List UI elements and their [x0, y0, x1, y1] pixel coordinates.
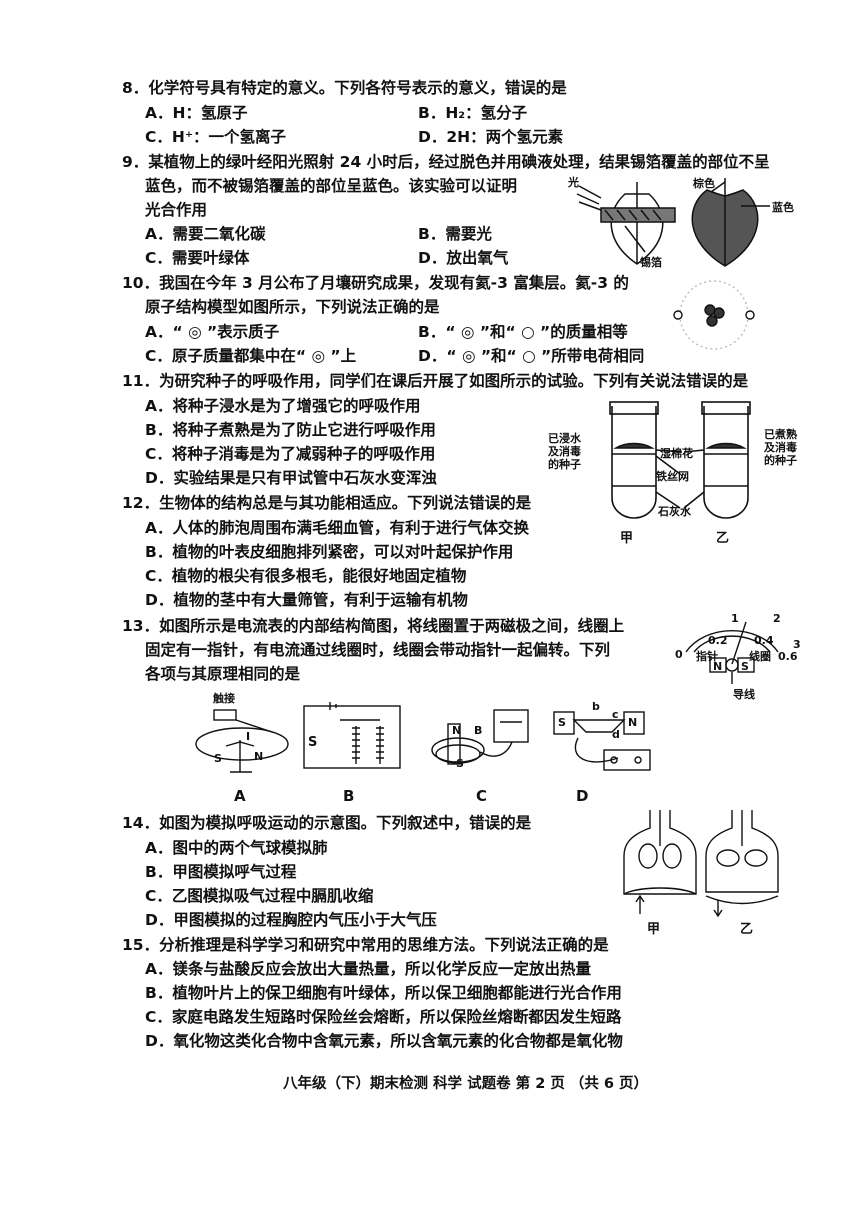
q13-a-label-i: I	[246, 730, 251, 743]
q15-option-b: B．植物叶片上的保卫细胞有叶绿体，所以保卫细胞都能进行光合作用	[145, 984, 622, 1002]
q11-option-a: A．将种子浸水是为了增强它的呼吸作用	[145, 397, 421, 415]
q12-stem: 12．生物体的结构总是与其功能相适应。下列说法错误的是	[122, 494, 532, 512]
q11-option-d: D．实验结果是只有甲试管中石灰水变浑浊	[145, 469, 437, 487]
q10-atom-model	[673, 280, 755, 350]
q8-option-b: B．H₂：氢分子	[418, 104, 528, 122]
q14-label-jia: 甲	[647, 922, 661, 937]
q10-option-a: A．“ ◎ ”表示质子	[145, 323, 280, 341]
q13-a-label-n: N	[254, 750, 264, 763]
q13-option-c-figure	[431, 709, 529, 765]
q13-d-label-d: d	[612, 728, 620, 741]
q10-stem-line1: 10．我国在今年 3 月公布了月壤研究成果，发现有氦-3 富集层。氦-3 的	[122, 274, 629, 292]
q13-d-label-c: c	[612, 708, 619, 721]
q9-option-b: B．需要光	[418, 225, 492, 243]
q13-meter-label-n: N	[713, 660, 723, 673]
q11-label-right: 已煮熟及消毒的种子	[764, 428, 797, 467]
q12-option-c: C．植物的根尖有很多根毛，能很好地固定植物	[145, 567, 467, 585]
q13-c-label-b: B	[474, 724, 483, 737]
q11-stem: 11．为研究种子的呼吸作用，同学们在课后开展了如图所示的试验。下列有关说法错误的…	[122, 372, 749, 390]
q15-stem: 15．分析推理是科学学习和研究中常用的思维方法。下列说法正确的是	[122, 936, 609, 954]
q13-meter-label-pointer: 指针	[696, 650, 718, 663]
q13-ammeter-diagram	[685, 621, 779, 684]
q13-d-label-n: N	[628, 716, 638, 729]
q11-label-mesh: 铁丝网	[656, 470, 689, 483]
q13-option-b-label: B	[343, 787, 355, 805]
q13-d-label-s: S	[558, 716, 566, 729]
q9-label-brown: 棕色	[693, 177, 715, 190]
q14-option-b: B．甲图模拟呼气过程	[145, 863, 297, 881]
q13-d-label-b: b	[592, 700, 600, 713]
q9-label-blue: 蓝色	[772, 201, 794, 214]
q13-option-d-label: D	[576, 787, 589, 805]
q13-b-label-s: S	[308, 735, 318, 750]
q11-option-b: B．将种子煮熟是为了防止它进行呼吸作用	[145, 421, 436, 439]
q11-test-tubes	[609, 401, 751, 519]
q15-option-a: A．镁条与盐酸反应会放出大量热量，所以化学反应一定放出热量	[145, 960, 591, 978]
q13-meter-label-wire: 导线	[733, 688, 755, 701]
q13-a-label-touch: 触接	[213, 692, 235, 705]
q11-label-jia: 甲	[620, 531, 634, 546]
q11-label-yi: 乙	[716, 531, 730, 546]
q15-option-d: D．氧化物这类化合物中含氧元素，所以含氧元素的化合物都是氧化物	[145, 1032, 623, 1050]
q8-stem: 8．化学符号具有特定的意义。下列各符号表示的意义，错误的是	[122, 79, 567, 97]
page-footer: 八年级（下）期末检测 科学 试题卷 第 2 页 （共 6 页）	[283, 1076, 649, 1092]
q12-option-d: D．植物的茎中有大量筛管，有利于运输有机物	[145, 591, 468, 609]
q9-option-a: A．需要二氧化碳	[145, 225, 266, 243]
q13-option-d-figure	[553, 711, 651, 771]
q15-option-c: C．家庭电路发生短路时保险丝会熔断，所以保险丝熔断都因发生短路	[145, 1008, 622, 1026]
q13-a-label-s: S	[214, 752, 222, 765]
q13-option-a-label: A	[234, 787, 246, 805]
q14-option-d: D．甲图模拟的过程胸腔内气压小于大气压	[145, 911, 437, 929]
q9-option-c: C．需要叶绿体	[145, 249, 250, 267]
q9-stem-line1: 9．某植物上的绿叶经阳光照射 24 小时后，经过脱色并用碘液处理，结果锡箔覆盖的…	[122, 153, 770, 171]
q10-option-d: D．“ ◎ ”和“ ○ ”所带电荷相同	[418, 347, 645, 365]
q8-option-a: A．H：氢原子	[145, 104, 248, 122]
q10-option-b: B．“ ◎ ”和“ ○ ”的质量相等	[418, 323, 628, 341]
q9-stem-line2: 蓝色，而不被锡箔覆盖的部位呈蓝色。该实验可以证明	[145, 177, 518, 195]
q8-option-d: D．2H：两个氢元素	[418, 128, 564, 146]
q13-option-c-label: C	[476, 787, 488, 805]
q13-c-label-n: N	[452, 724, 462, 737]
q13-stem-line1: 13．如图所示是电流表的内部结构简图，将线圈置于两磁极之间，线圈上	[122, 617, 625, 635]
q13-meter-tick-1: 1	[731, 612, 739, 625]
q11-option-c: C．将种子消毒是为了减弱种子的呼吸作用	[145, 445, 436, 463]
q13-c-label-s: S	[456, 757, 464, 770]
q10-option-c: C．原子质量都集中在“ ◎ ”上	[145, 347, 357, 365]
q13-meter-tick-06: 0.6	[778, 650, 798, 663]
q9-leaf-figure	[576, 178, 770, 267]
q12-option-a: A．人体的肺泡周围布满毛细血管，有利于进行气体交换	[145, 519, 529, 537]
q8-option-c: C．H⁺：一个氢离子	[145, 128, 287, 146]
q14-breathing-model	[623, 810, 779, 918]
q11-label-left: 已浸水及消毒的种子	[548, 432, 581, 471]
q14-label-yi: 乙	[740, 922, 754, 937]
q13-stem-line3: 各项与其原理相同的是	[145, 665, 301, 683]
q13-meter-tick-3: 3	[793, 638, 801, 651]
q14-option-c: C．乙图模拟吸气过程中膈肌收缩	[145, 887, 374, 905]
q14-option-a: A．图中的两个气球模拟肺	[145, 839, 328, 857]
q9-label-light: 光	[568, 176, 579, 189]
q13-meter-tick-2: 2	[773, 612, 781, 625]
q13-stem-line2: 固定有一指针，有电流通过线圈时，线圈会带动指针一起偏转。下列	[145, 641, 611, 659]
q13-meter-label-coil: 线圈	[749, 650, 771, 663]
q12-option-b: B．植物的叶表皮细胞排列紧密，可以对叶起保护作用	[145, 543, 514, 561]
q9-stem-line3: 光合作用	[145, 201, 208, 219]
q13-option-b-figure	[303, 702, 401, 769]
q11-label-cotton: 湿棉花	[660, 447, 693, 460]
q13-meter-tick-04: 0.4	[754, 634, 774, 647]
q13-meter-label-s: S	[741, 660, 749, 673]
q13-option-a-figure	[195, 709, 289, 773]
q13-meter-tick-0: 0	[675, 648, 683, 661]
q14-stem: 14．如图为模拟呼吸运动的示意图。下列叙述中，错误的是	[122, 814, 532, 832]
q9-label-foil: 锡箔	[640, 256, 662, 269]
q11-label-lime: 石灰水	[658, 505, 691, 518]
q13-meter-tick-02: 0.2	[708, 634, 728, 647]
q9-option-d: D．放出氧气	[418, 249, 509, 267]
q10-stem-line2: 原子结构模型如图所示，下列说法正确的是	[145, 298, 440, 316]
